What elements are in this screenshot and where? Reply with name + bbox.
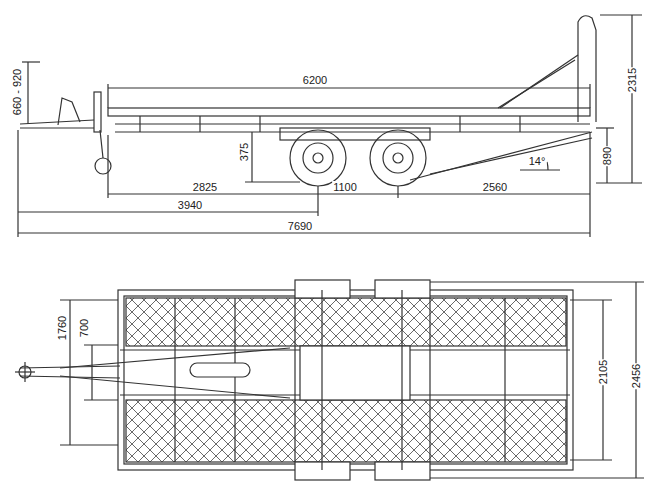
dimension-label: 890: [601, 146, 613, 166]
dimension-label: 1760: [56, 315, 68, 341]
dimension-label: 2105: [597, 359, 609, 385]
dimension-label: 2315: [626, 67, 638, 93]
dimension-label: 375: [238, 142, 250, 162]
dimension-label: 6200: [302, 74, 328, 86]
dimension-label: 1100: [332, 181, 358, 193]
dimension-label: 2456: [630, 363, 642, 389]
dimension-label: 3940: [177, 199, 203, 211]
dimension-label: 7690: [287, 220, 313, 232]
dimension-label: 2560: [482, 181, 508, 193]
dimension-label: 14°: [528, 155, 547, 167]
dimension-label: 700: [78, 318, 90, 338]
dimension-label: 2825: [192, 181, 218, 193]
dimension-label: 660 - 920: [11, 68, 23, 116]
